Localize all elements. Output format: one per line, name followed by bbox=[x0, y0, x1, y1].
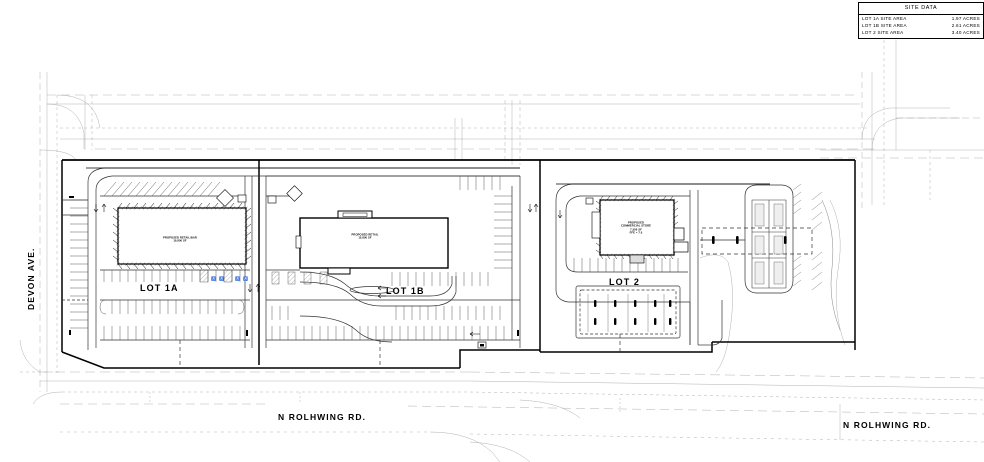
site-data-label: LOT 1A SITE AREA bbox=[862, 16, 907, 22]
stall-row-2-north bbox=[573, 258, 679, 272]
site-data-title: SITE DATA bbox=[859, 3, 983, 15]
stall-row-1a-lower bbox=[103, 326, 241, 340]
lot2-parking-markers bbox=[587, 294, 672, 332]
site-data-row: LOT 1A SITE AREA 1.97 ACRES bbox=[862, 16, 980, 23]
site-data-row: LOT 1B SITE AREA 2.61 ACRES bbox=[862, 23, 980, 30]
building-lot-1b bbox=[295, 210, 449, 275]
street-label-rolhwing-east: N ROLHWING RD. bbox=[843, 420, 932, 430]
building-label-line: PROPOSED bbox=[627, 221, 645, 225]
site-data-rows: LOT 1A SITE AREA 1.97 ACRES LOT 1B SITE … bbox=[859, 15, 983, 38]
lot-label-1a: LOT 1A bbox=[140, 283, 179, 293]
lot-label-2: LOT 2 bbox=[609, 277, 641, 287]
site-data-table: SITE DATA LOT 1A SITE AREA 1.97 ACRES LO… bbox=[858, 2, 984, 40]
traffic-arrows bbox=[93, 203, 563, 337]
stall-row-1a-angled bbox=[103, 181, 221, 197]
building-label-line: FFE = 7.0 bbox=[629, 231, 643, 235]
site-data-value: 2.61 ACRES bbox=[951, 22, 980, 28]
svg-text:♿: ♿ bbox=[211, 276, 216, 281]
layer-buildings bbox=[112, 195, 689, 275]
building-label-line: 10,800 SF bbox=[173, 240, 187, 243]
stall-row-1a-west bbox=[70, 199, 88, 329]
layer-existing-survey bbox=[19, 40, 984, 462]
layer-parking-stalls bbox=[70, 176, 679, 340]
site-utilities bbox=[69, 196, 519, 349]
svg-text:♿: ♿ bbox=[219, 276, 224, 281]
building-label-line: 15,800 SF bbox=[358, 237, 372, 240]
building-lot-2 bbox=[585, 195, 689, 264]
layer-site-symbols: ♿♿ ♿♿ bbox=[69, 183, 802, 349]
street-label-devon-ave: DEVON AVE. bbox=[26, 247, 36, 310]
svg-text:♿: ♿ bbox=[243, 276, 248, 281]
svg-text:♿: ♿ bbox=[235, 276, 240, 281]
accessible-stalls-1a: ♿♿ ♿♿ bbox=[199, 269, 248, 283]
accessible-stalls-1b bbox=[271, 271, 328, 285]
building-lot-1a bbox=[112, 202, 252, 270]
layer-east-parcel bbox=[811, 191, 841, 331]
building-label-lot-1a: PROPOSED RETAIL/BAR 10,800 SF bbox=[163, 237, 197, 244]
building-label-line: 7,500 SF bbox=[630, 228, 642, 231]
site-data-value: 3.40 ACRES bbox=[951, 29, 980, 35]
building-label-lot-1b: PROPOSED RETAIL 15,800 SF bbox=[352, 234, 379, 241]
stall-row-1b-south bbox=[271, 306, 501, 320]
site-data-row: LOT 2 SITE AREA 3.40 ACRES bbox=[862, 30, 980, 37]
building-label-line: PROPOSED RETAIL bbox=[351, 233, 379, 237]
east-strip-hatch bbox=[792, 183, 802, 287]
stall-row-1b-mid bbox=[391, 272, 489, 286]
stall-row-1b-east bbox=[459, 176, 512, 269]
lot-label-1b: LOT 1B bbox=[386, 286, 425, 296]
site-data-value: 1.97 ACRES bbox=[951, 16, 980, 22]
island-marker-1b bbox=[267, 185, 303, 204]
stall-row-1b-lower bbox=[271, 326, 505, 340]
building-label-line: COMMERCIAL STORE bbox=[620, 224, 652, 228]
site-data-label: LOT 2 SITE AREA bbox=[862, 29, 904, 35]
site-data-label: LOT 1B SITE AREA bbox=[862, 22, 907, 28]
island-marker-1a bbox=[216, 189, 247, 207]
stall-row-1a-double bbox=[99, 299, 245, 315]
building-label-line: PROPOSED RETAIL/BAR bbox=[163, 236, 197, 240]
street-label-rolhwing-west: N ROLHWING RD. bbox=[278, 412, 367, 422]
east-strip-detail bbox=[754, 203, 784, 285]
building-label-lot-2: PROPOSED COMMERCIAL STORE 7,500 SF FFE =… bbox=[621, 221, 651, 235]
layer-north-emphasis bbox=[62, 159, 855, 185]
